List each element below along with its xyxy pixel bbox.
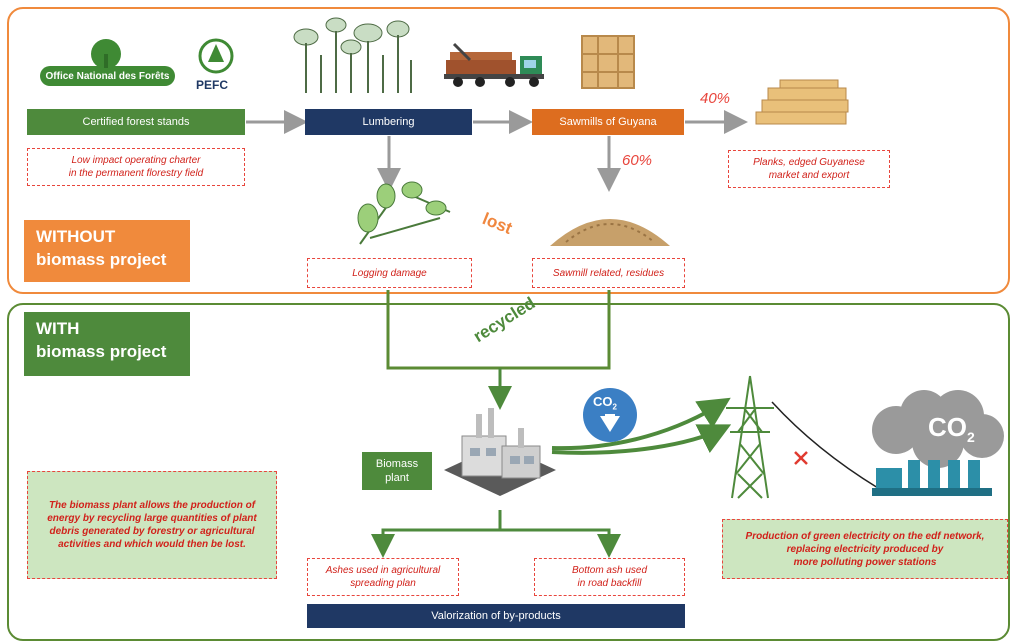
onf-logo: Office National des Forêts: [40, 66, 175, 86]
ashes-note: Ashes used in agricultural spreading plan: [307, 558, 459, 596]
charter-line-1: Low impact operating charter: [71, 155, 201, 166]
co2-down-text: CO: [593, 394, 613, 409]
co2-down-sub: 2: [612, 402, 617, 412]
charter-line-2: in the permanent florestry field: [68, 168, 204, 179]
co2-down-icon: [583, 388, 637, 442]
valorization-bar: Valorization of by-products: [307, 604, 685, 628]
plant-desc-line-3: debris generated by forestry or agricult…: [49, 526, 255, 537]
co2-cloud-label: CO2: [928, 412, 975, 445]
co2-cloud-text: CO: [928, 412, 967, 442]
ashes-line-1: Ashes used in agricultural: [325, 565, 441, 576]
with-line-1: WITH: [36, 319, 80, 338]
with-line-2: biomass project: [36, 341, 167, 361]
onf-tree-icon: [91, 39, 121, 68]
percent-residues: 60%: [622, 152, 653, 169]
charter-note: Low impact operating charter in the perma…: [27, 148, 245, 186]
co2-down-label: CO2: [593, 394, 617, 412]
forest-illustration: [293, 17, 412, 93]
sawmill-residues-label: Sawmill related, residues: [552, 267, 665, 279]
wood-chips-illustration: [550, 219, 670, 246]
onf-logo-text: Office National des Forêts: [45, 70, 170, 82]
plant-desc-line-1: The biomass plant allows the production …: [48, 500, 256, 511]
valorization-label: Valorization of by-products: [431, 610, 561, 622]
green-line-3: more polluting power stations: [793, 556, 937, 568]
plant-desc-line-2: energy by recycling large quantities of …: [47, 513, 257, 524]
sawmill-residues-note: Sawmill related, residues: [532, 258, 685, 288]
power-cable: [771, 401, 879, 489]
arrow-to-grid-lower: [551, 424, 732, 455]
bottom-ash-line-2: in road backfill: [577, 578, 642, 589]
biomass-plant-label: Biomass plant: [362, 452, 432, 490]
sawmills-label: Sawmills of Guyana: [559, 116, 657, 128]
logging-damage-note: Logging damage: [307, 258, 472, 288]
arrow-to-ashes: [371, 510, 502, 558]
with-biomass-label: WITH biomass project: [24, 312, 190, 376]
biomass-plant-illustration: [444, 408, 556, 496]
planks-note: Planks, edged Guyanese market and export: [728, 150, 890, 188]
plant-line-1: Biomass: [375, 457, 419, 470]
without-line-2: biomass project: [36, 249, 167, 269]
plant-line-2: plant: [385, 472, 409, 484]
certified-forest-bar: Certified forest stands: [27, 109, 245, 135]
green-line-2: replacing electricity produced by: [786, 543, 944, 555]
polluting-power-station-illustration: [872, 390, 1004, 496]
with-panel: [7, 303, 1010, 641]
plant-description-note: The biomass plant allows the production …: [27, 471, 277, 579]
green-electricity-note: Production of green electricity on the e…: [722, 519, 1008, 579]
power-pylon-illustration: [726, 375, 774, 499]
bottom-ash-note: Bottom ash used in road backfill: [534, 558, 685, 596]
planks-illustration: [755, 79, 849, 125]
planks-line-1: Planks, edged Guyanese: [753, 157, 865, 168]
arrow-to-bottom-ash: [500, 528, 621, 558]
lumbering-label: Lumbering: [362, 116, 415, 128]
without-panel: [7, 7, 1010, 294]
bottom-ash-line-1: Bottom ash used: [571, 565, 648, 576]
sawmills-bar: Sawmills of Guyana: [532, 109, 684, 135]
co2-cloud-sub: 2: [967, 429, 975, 446]
plant-desc-line-4: activities and which would then be lost.: [58, 539, 246, 550]
planks-line-2: market and export: [768, 170, 850, 181]
percent-planks: 40%: [700, 90, 731, 107]
branches-illustration: [357, 181, 451, 245]
ashes-line-2: spreading plan: [350, 578, 416, 589]
logging-damage-label: Logging damage: [352, 267, 427, 279]
certified-forest-label: Certified forest stands: [82, 116, 190, 128]
lumbering-bar: Lumbering: [305, 109, 472, 135]
arrow-to-grid-upper: [551, 397, 731, 451]
pefc-logo-text: PEFC: [196, 78, 229, 92]
without-line-1: WITHOUT: [36, 227, 116, 246]
wood-cross-section-icon: [581, 35, 635, 89]
green-line-1: Production of green electricity on the e…: [745, 530, 985, 542]
log-truck-illustration: [444, 42, 544, 87]
pefc-tree-icon: [198, 38, 234, 74]
without-biomass-label: WITHOUT biomass project: [24, 220, 190, 282]
